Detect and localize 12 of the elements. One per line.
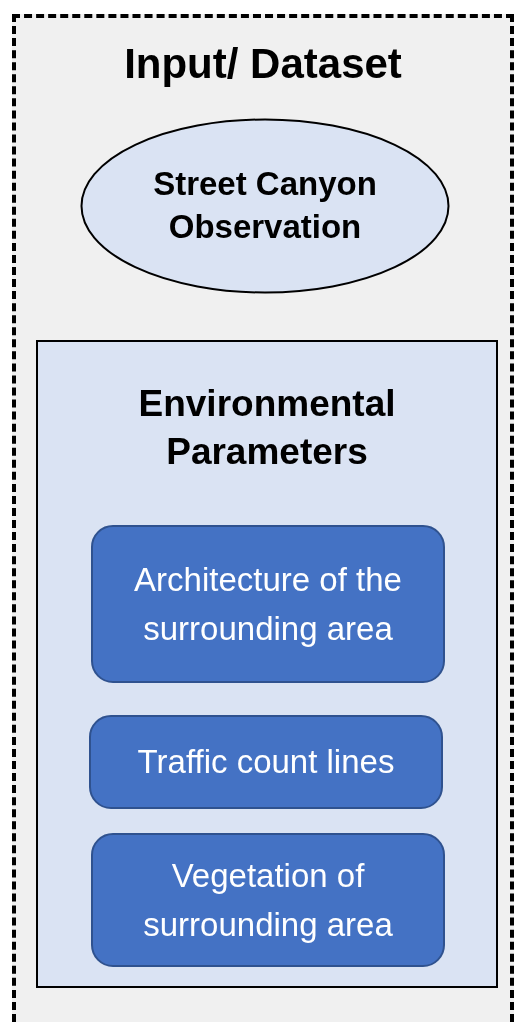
parameter-panel xyxy=(36,340,498,988)
panel-title: Environmental Parameters xyxy=(137,382,397,475)
parameter-label: Traffic count lines xyxy=(137,742,395,783)
parameter-label: Architecture of the surrounding area xyxy=(133,559,403,649)
parameter-label: Vegetation of surrounding area xyxy=(142,855,394,945)
ellipse-node xyxy=(80,118,450,294)
node-label: Street Canyon Observation xyxy=(152,164,378,247)
parameter-box xyxy=(91,833,445,967)
group-title: Input/ Dataset xyxy=(123,39,403,89)
dashed-group-frame xyxy=(12,14,514,1022)
parameter-box xyxy=(89,715,443,809)
parameter-box xyxy=(91,525,445,683)
